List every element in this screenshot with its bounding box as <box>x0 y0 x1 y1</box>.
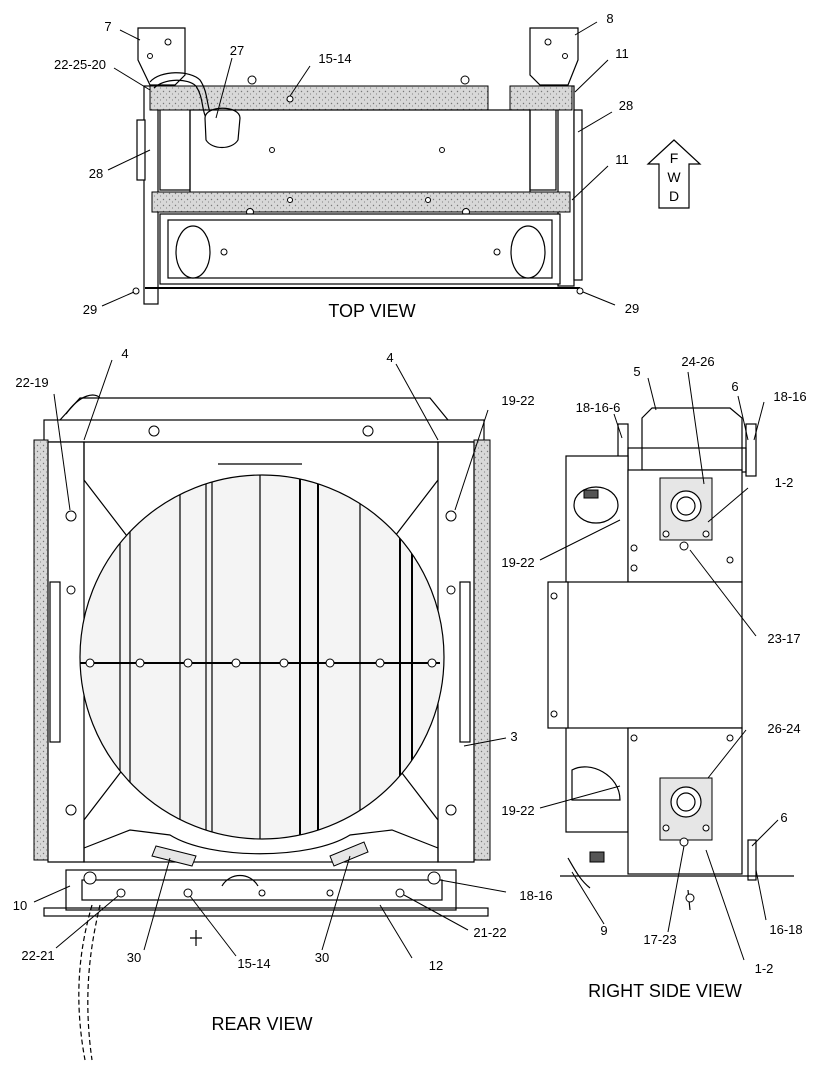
callout: 17-23 <box>643 932 676 947</box>
callout: 22-19 <box>15 375 48 390</box>
callout: 18-16-6 <box>576 400 621 415</box>
fwd-letter: F <box>670 150 679 166</box>
callout: 19-22 <box>501 393 534 408</box>
callout: 28 <box>619 98 633 113</box>
callout: 18-16 <box>773 389 806 404</box>
rear-view <box>33 359 507 1061</box>
callout: 26-24 <box>767 721 800 736</box>
callout: 12 <box>429 958 443 973</box>
fwd-arrow: F W D <box>646 139 702 209</box>
callout: 6 <box>780 810 787 825</box>
fwd-letter: W <box>667 169 681 185</box>
callout: 29 <box>625 301 639 316</box>
callout: 15-14 <box>237 956 270 971</box>
callout: 6 <box>731 379 738 394</box>
right-side-view <box>539 371 794 961</box>
right-side-view-title: RIGHT SIDE VIEW <box>588 981 742 1001</box>
callout: 27 <box>230 43 244 58</box>
callout: 4 <box>121 346 128 361</box>
cap <box>204 107 241 149</box>
callout: 1-2 <box>775 475 794 490</box>
top-view-title: TOP VIEW <box>328 301 415 321</box>
callout: 21-22 <box>473 925 506 940</box>
callout: 1-2 <box>755 961 774 976</box>
callout: 18-16 <box>519 888 552 903</box>
rear-view-title: REAR VIEW <box>211 1014 312 1034</box>
callout: 22-25-20 <box>54 57 106 72</box>
bracket-right <box>529 27 579 86</box>
callout: 9 <box>600 923 607 938</box>
callout: 28 <box>89 166 103 181</box>
callout: 10 <box>13 898 27 913</box>
callout: 5 <box>633 364 640 379</box>
callout: 24-26 <box>681 354 714 369</box>
foam-strip-top <box>149 85 489 111</box>
bracket-left <box>137 27 186 86</box>
callout: 11 <box>615 46 629 61</box>
callout: 15-14 <box>318 51 351 66</box>
callout: 19-22 <box>501 555 534 570</box>
top-view <box>101 21 616 307</box>
callout: 23-17 <box>767 631 800 646</box>
callout: 19-22 <box>501 803 534 818</box>
fwd-letter: D <box>669 188 679 204</box>
callout: 7 <box>104 19 111 34</box>
callout: 3 <box>510 729 517 744</box>
callout: 16-18 <box>769 922 802 937</box>
callout: 8 <box>606 11 613 26</box>
callout: 30 <box>127 950 141 965</box>
callout: 11 <box>615 152 629 167</box>
callout: 22-21 <box>21 948 54 963</box>
callout: 29 <box>83 302 97 317</box>
foam-strip-bottom <box>151 191 571 213</box>
callout: 4 <box>386 350 393 365</box>
callout: 30 <box>315 950 329 965</box>
